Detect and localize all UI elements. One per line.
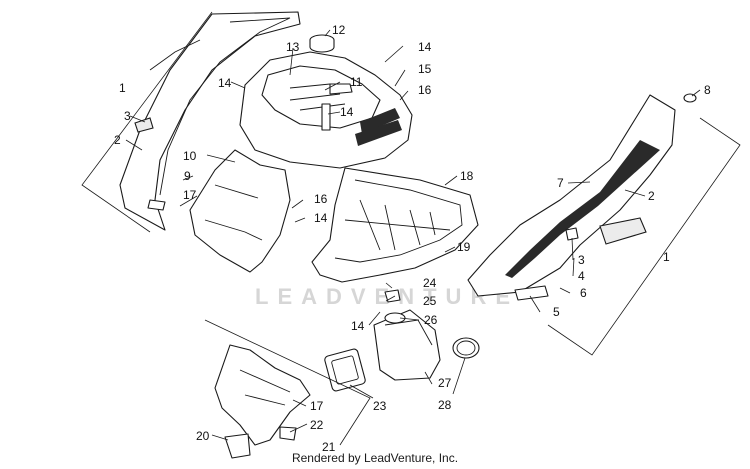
callout-14-middle: 14 xyxy=(314,211,328,225)
callout-4: 4 xyxy=(578,269,585,283)
nose-panel xyxy=(189,149,291,273)
callout-labels: 1 3 2 10 9 17 13 12 14 11 14 14 15 16 16… xyxy=(114,23,711,454)
callout-11: 11 xyxy=(350,75,363,89)
callout-19: 19 xyxy=(457,240,471,254)
callout-22: 22 xyxy=(310,418,324,432)
callout-24: 24 xyxy=(423,276,437,290)
watermark: LEADVENTURE xyxy=(255,284,519,309)
lower-shroud xyxy=(214,344,311,459)
leader-lines xyxy=(125,29,701,441)
callout-12: 12 xyxy=(332,23,346,37)
intake-duct xyxy=(324,289,480,392)
left-side-panel xyxy=(119,11,301,231)
callout-26: 26 xyxy=(424,313,438,327)
callout-10: 10 xyxy=(183,149,197,163)
callout-28: 28 xyxy=(438,398,452,412)
callout-25: 25 xyxy=(423,294,437,308)
callout-14-upper-right: 14 xyxy=(418,40,432,54)
callout-5: 5 xyxy=(553,305,560,319)
callout-27: 27 xyxy=(438,376,452,390)
right-side-panel xyxy=(467,93,697,301)
callout-23: 23 xyxy=(373,399,387,413)
callout-21: 21 xyxy=(322,440,336,454)
callout-14-center: 14 xyxy=(340,105,354,119)
footer-credit: Rendered by LeadVenture, Inc. xyxy=(291,451,459,465)
callout-15: 15 xyxy=(418,62,432,76)
cap-12 xyxy=(309,34,335,53)
callout-7: 7 xyxy=(557,176,564,190)
air-box xyxy=(311,167,479,283)
callout-6: 6 xyxy=(580,286,587,300)
callout-8: 8 xyxy=(704,83,711,97)
callout-1-right: 1 xyxy=(663,250,670,264)
bracket-1-left xyxy=(81,11,213,233)
callout-17-lower: 17 xyxy=(310,399,324,413)
callout-17-upper: 17 xyxy=(183,188,197,202)
callout-3-left: 3 xyxy=(124,109,131,123)
upper-hood xyxy=(239,51,413,169)
callout-16-lower: 16 xyxy=(314,192,328,206)
callout-14-upper-left: 14 xyxy=(218,76,232,90)
callout-9: 9 xyxy=(184,169,191,183)
callout-14-lower: 14 xyxy=(351,319,365,333)
bracket-21 xyxy=(204,319,371,446)
callout-2-right: 2 xyxy=(648,189,655,203)
callout-16-upper: 16 xyxy=(418,83,432,97)
callout-18: 18 xyxy=(460,169,474,183)
callout-2-left: 2 xyxy=(114,133,121,147)
callout-13: 13 xyxy=(286,40,300,54)
callout-20: 20 xyxy=(196,429,210,443)
bracket-1-right xyxy=(547,117,741,356)
callout-3-right: 3 xyxy=(578,253,585,267)
callout-1-left: 1 xyxy=(119,81,126,95)
